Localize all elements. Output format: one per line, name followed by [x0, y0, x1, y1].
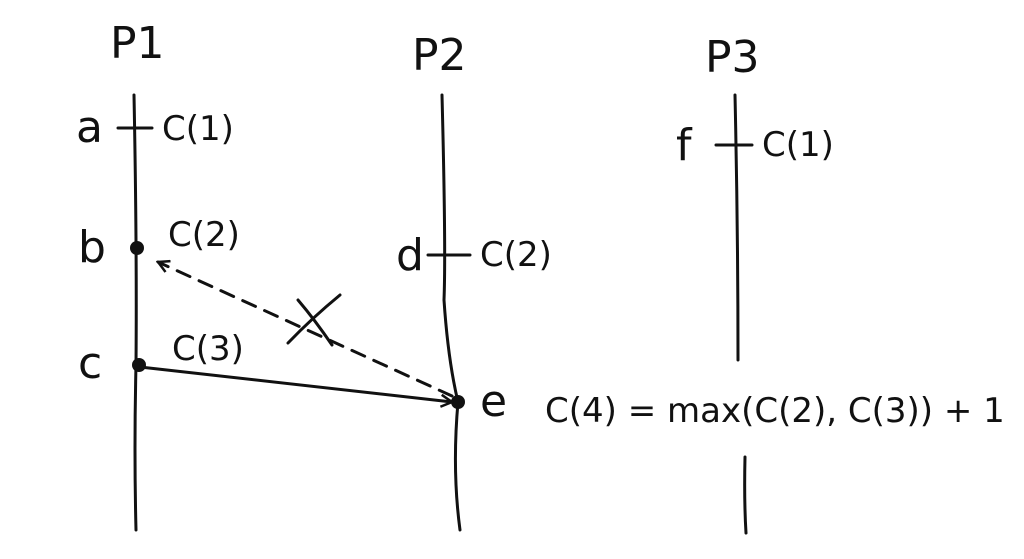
event-label-f: f — [676, 120, 693, 171]
process-label-p1: P1 — [110, 18, 165, 69]
event-label-d: d — [396, 230, 424, 281]
process-label-p3: P3 — [705, 32, 760, 83]
message-arrow-e-to-b-dashed — [158, 262, 454, 398]
event-dot-b — [130, 241, 144, 255]
clock-label-b: C(2) — [168, 215, 240, 255]
event-label-c: c — [78, 338, 102, 389]
timeline-p3-upper — [733, 93, 740, 362]
timeline-p2 — [440, 93, 462, 532]
clock-label-d: C(2) — [480, 235, 552, 275]
cross-mark-stroke-2 — [286, 293, 342, 345]
clock-label-e: C(4) = max(C(2), C(3)) + 1 — [545, 391, 1005, 431]
event-label-e: e — [480, 376, 507, 427]
event-dot-c — [132, 358, 146, 372]
clock-label-c: C(3) — [172, 329, 244, 369]
message-arrow-c-to-e — [138, 365, 452, 402]
clock-label-a: C(1) — [162, 109, 234, 149]
timeline-p3-lower — [743, 455, 748, 535]
clock-label-f: C(1) — [762, 125, 834, 165]
process-label-p2: P2 — [412, 30, 467, 81]
event-label-a: a — [76, 102, 103, 153]
cross-mark-stroke-1 — [296, 298, 334, 347]
event-label-b: b — [78, 222, 106, 273]
timeline-p1 — [132, 93, 138, 532]
